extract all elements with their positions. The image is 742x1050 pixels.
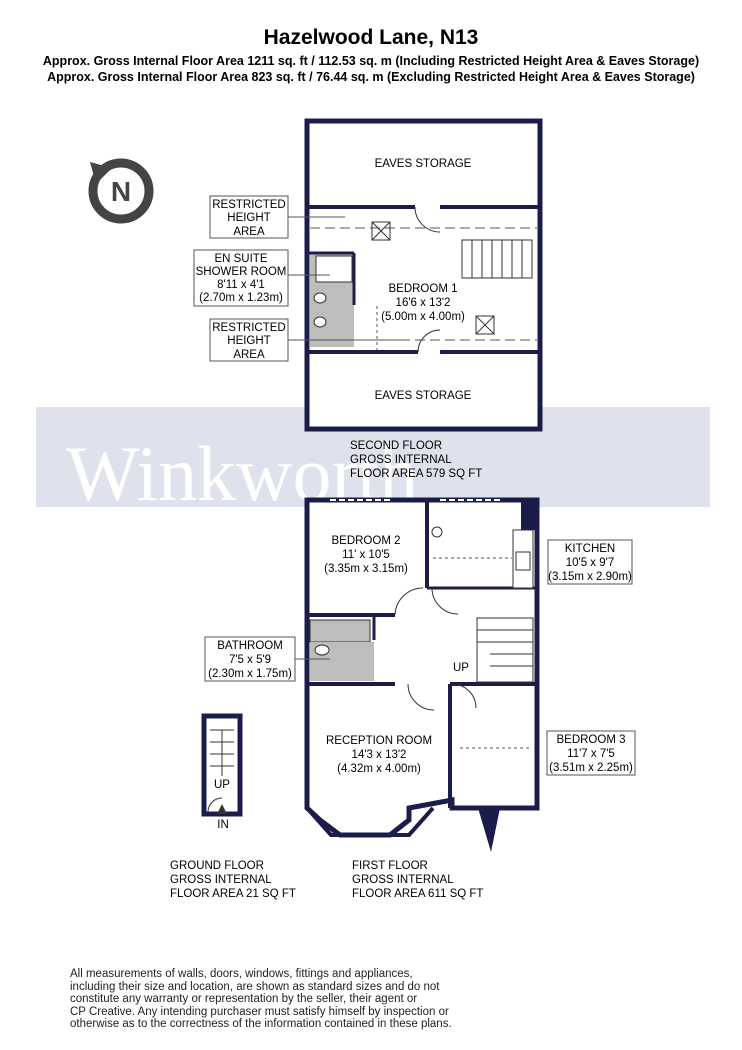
entry-label: IN: [217, 819, 229, 831]
disclaimer-line: otherwise as to the correctness of the i…: [70, 1018, 452, 1030]
bathroom-name: BATHROOM: [217, 640, 283, 652]
first-floor-label-1: FIRST FLOOR: [352, 860, 428, 872]
disclaimer-line: CP Creative. Any intending purchaser mus…: [70, 1005, 449, 1018]
disclaimer-line: constitute any warranty or representatio…: [70, 993, 418, 1005]
second-floor-plan: [304, 118, 543, 432]
ground-floor-label-3: FLOOR AREA 21 SQ FT: [170, 888, 296, 900]
compass-letter: N: [111, 176, 131, 207]
disclaimer: All measurements of walls, doors, window…: [70, 968, 500, 1031]
restricted-top-line1: RESTRICTED: [212, 199, 285, 211]
ground-floor-label-2: GROSS INTERNAL: [170, 874, 272, 886]
bedroom1-imperial: 16'6 x 13'2: [396, 297, 451, 309]
ensuite-line3: 8'11 x 4'1: [217, 279, 265, 291]
ensuite-line4: (2.70m x 1.23m): [199, 292, 283, 304]
eaves-bottom-label: EAVES STORAGE: [375, 390, 472, 402]
bedroom2-name: BEDROOM 2: [331, 535, 400, 547]
ensuite-line1: EN SUITE: [214, 253, 267, 265]
kitchen-imperial: 10'5 x 9'7: [566, 557, 615, 569]
bedroom2-imperial: 11' x 10'5: [342, 549, 390, 561]
bedroom3-metric: (3.51m x 2.25m): [549, 762, 633, 774]
disclaimer-line: All measurements of walls, doors, window…: [70, 968, 413, 980]
bathroom-metric: (2.30m x 1.75m): [208, 668, 292, 680]
ground-floor-stair-label: UP: [214, 779, 230, 791]
restricted-bottom-line2: HEIGHT: [227, 335, 270, 347]
restricted-top-line3: AREA: [233, 226, 265, 238]
bedroom1-metric: (5.00m x 4.00m): [381, 311, 465, 323]
first-floor-plan: [304, 497, 540, 852]
bedroom3-imperial: 11'7 x 7'5: [567, 748, 615, 760]
restricted-top-line2: HEIGHT: [227, 212, 270, 224]
bedroom1-name: BEDROOM 1: [388, 283, 457, 295]
area-incl-line: Approx. Gross Internal Floor Area 1211 s…: [42, 54, 700, 68]
bedroom3-name: BEDROOM 3: [556, 734, 625, 746]
area-excl-line: Approx. Gross Internal Floor Area 823 sq…: [47, 70, 695, 84]
reception-name: RECEPTION ROOM: [326, 735, 432, 747]
ground-floor-label-1: GROUND FLOOR: [170, 860, 264, 872]
reception-imperial: 14'3 x 13'2: [352, 749, 407, 761]
ground-floor-plan: [201, 713, 243, 817]
first-floor-stair-label: UP: [453, 662, 469, 674]
disclaimer-line: including their size and location, are s…: [70, 980, 440, 993]
first-floor-label-3: FLOOR AREA 611 SQ FT: [352, 888, 483, 900]
second-floor-label-2: GROSS INTERNAL: [350, 454, 452, 466]
kitchen-metric: (3.15m x 2.90m): [548, 571, 632, 583]
north-compass-icon: N: [88, 158, 154, 224]
second-floor-label-3: FLOOR AREA 579 SQ FT: [350, 468, 482, 480]
first-floor-label-2: GROSS INTERNAL: [352, 874, 454, 886]
restricted-bottom-line3: AREA: [233, 349, 265, 361]
second-floor-label-1: SECOND FLOOR: [350, 440, 442, 452]
kitchen-name: KITCHEN: [565, 543, 615, 555]
page-title: Hazelwood Lane, N13: [263, 26, 479, 49]
ensuite-line2: SHOWER ROOM: [196, 266, 287, 278]
reception-metric: (4.32m x 4.00m): [337, 763, 421, 775]
restricted-bottom-line1: RESTRICTED: [212, 322, 285, 334]
bathroom-imperial: 7'5 x 5'9: [229, 654, 271, 666]
bedroom2-metric: (3.35m x 3.15m): [324, 563, 408, 575]
eaves-top-label: EAVES STORAGE: [375, 158, 472, 170]
